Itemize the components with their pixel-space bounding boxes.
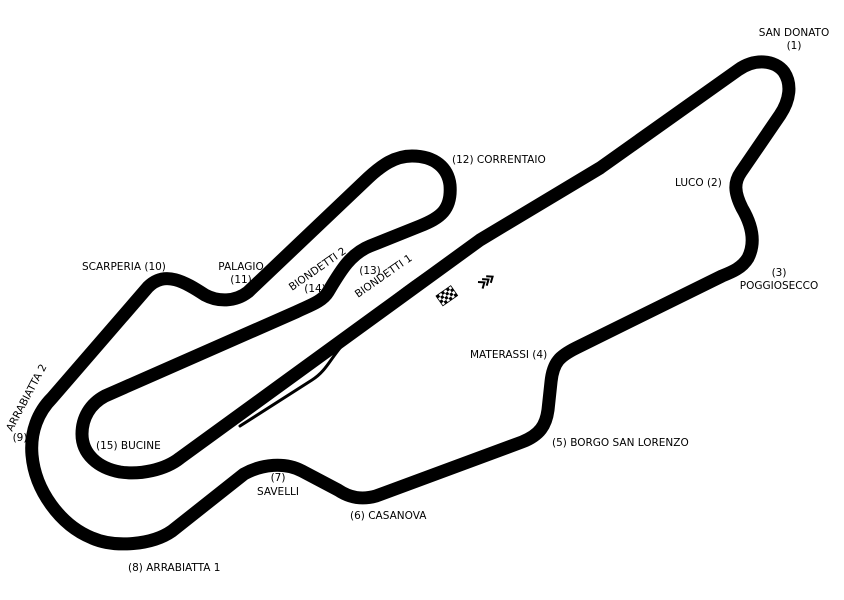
corner-label-materassi: MATERASSI (4) — [470, 349, 547, 361]
pit-lane-entry — [563, 166, 602, 194]
corner-number-savelli: (7) — [271, 472, 286, 484]
corner-label-borgo-san-lorenzo: (5) BORGO SAN LORENZO — [552, 437, 689, 449]
corner-number-palagio: (11) — [230, 274, 252, 286]
corner-label-scarperia: SCARPERIA (10) — [82, 261, 166, 273]
checkered-flag-icon — [435, 285, 459, 307]
corner-label-arrabiatta-1: (8) ARRABIATTA 1 — [128, 562, 220, 574]
corner-number-biondetti-2: (14) — [304, 283, 326, 295]
corner-number-biondetti-1: (13) — [359, 265, 381, 277]
corner-label-poggiosecco: POGGIOSECCO — [740, 280, 818, 292]
corner-label-correntaio: (12) CORRENTAIO — [452, 154, 546, 166]
corner-label-bucine: (15) BUCINE — [96, 440, 161, 452]
corner-label-palagio: PALAGIO — [218, 261, 263, 273]
track-outline — [25, 55, 796, 551]
pit-lane — [238, 190, 567, 428]
corner-label-casanova: (6) CASANOVA — [350, 510, 427, 522]
corner-label-san-donato: SAN DONATO — [759, 27, 830, 39]
corner-label-savelli: SAVELLI — [257, 486, 299, 498]
corner-label-luco: LUCO (2) — [675, 177, 722, 189]
corner-number-poggiosecco: (3) — [772, 267, 787, 279]
corner-number-arrabiatta-2: (9) — [13, 432, 28, 444]
direction-chevrons-icon — [477, 275, 494, 289]
corner-number-san-donato: (1) — [787, 40, 802, 52]
